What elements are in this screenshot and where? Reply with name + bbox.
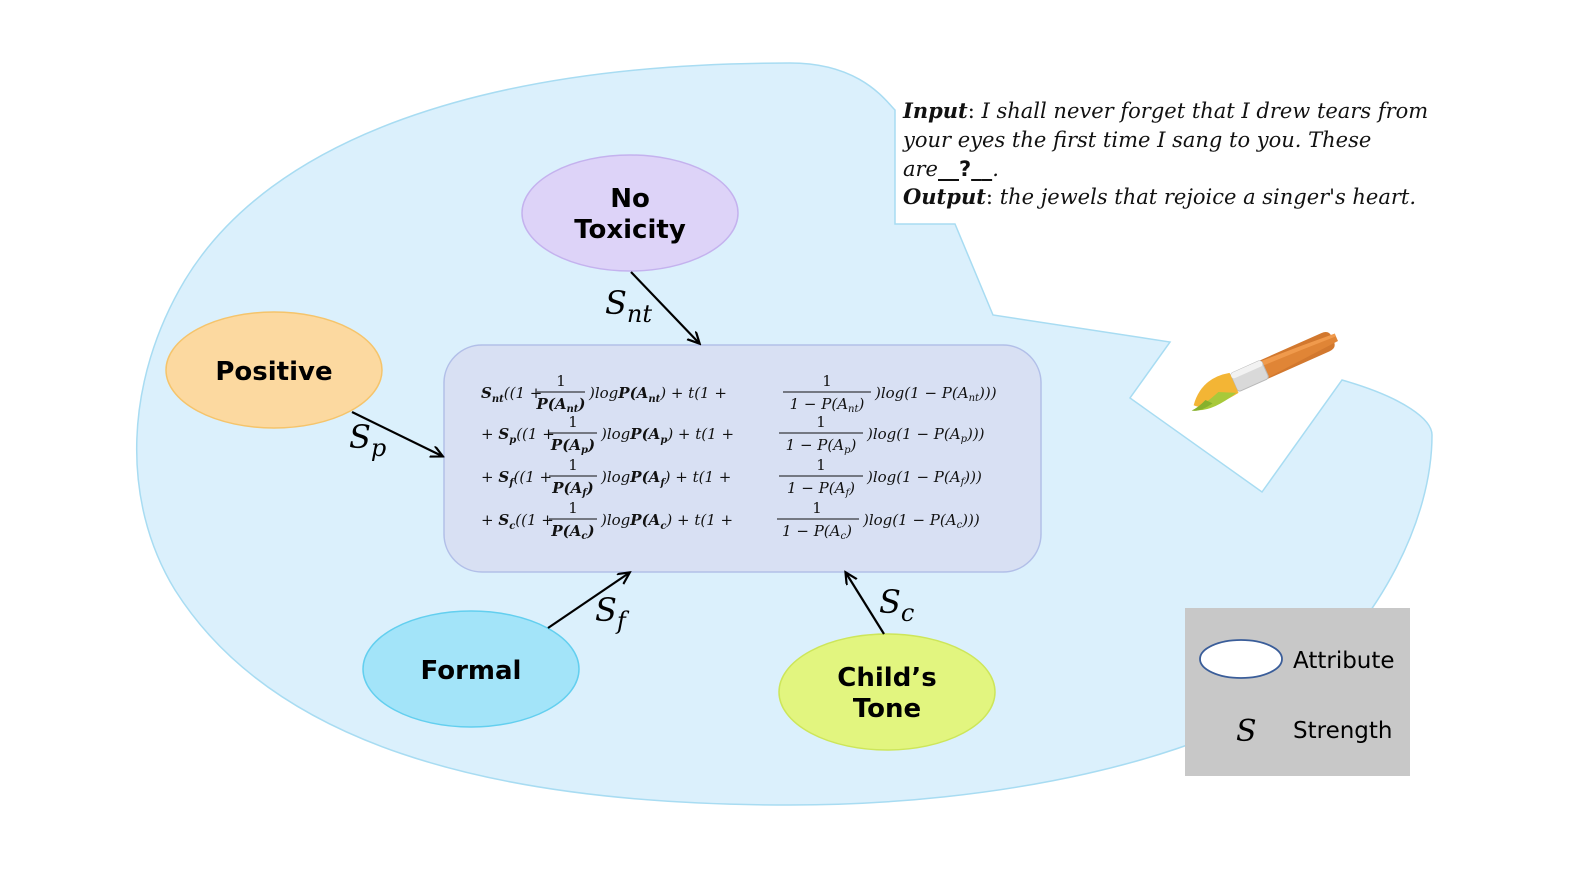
node-formal-label: Formal [421,656,522,686]
legend-attribute-label: Attribute [1293,648,1395,674]
svg-text:1: 1 [556,372,566,390]
svg-text:)log(1 − P(Ap))): )log(1 − P(Ap))) [866,425,985,445]
strength-label-p: Sp [349,418,386,462]
svg-text:+ Sc((1 +: + Sc((1 + [481,511,554,532]
legend-strength-symbol: S [1236,714,1257,749]
svg-text:1 − P(Af): 1 − P(Af) [787,479,855,499]
strength-label-c: Sc [879,583,914,627]
node-formal: Formal [362,610,580,728]
strength-label-nt: Snt [605,284,652,328]
equation-row: Snt((1 + 1 P(Ant) )logP(Ant) + t(1 + 1 1… [481,372,997,415]
svg-text:1: 1 [568,499,578,517]
svg-text:)log(1 − P(Af))): )log(1 − P(Af))) [866,468,982,488]
svg-text:P(Ant): P(Ant) [535,395,585,415]
legend-strength-label: Strength [1293,718,1393,744]
svg-text:1: 1 [812,499,822,517]
paintbrush-icon [1191,331,1338,411]
input-line-1: Input: I shall never forget that I drew … [902,98,1428,123]
svg-text:P(Ac): P(Ac) [550,522,594,542]
objective-box [443,344,1042,573]
output-line: Output: the jewels that rejoice a singer… [903,184,1416,209]
svg-text:)log(1 − P(Ant))): )log(1 − P(Ant))) [874,384,997,404]
input-line-2: your eyes the first time I sang to you. … [902,128,1371,152]
node-no-toxicity: No Toxicity [521,154,739,272]
svg-text:+ Sp((1 +: + Sp((1 + [481,425,555,446]
legend-box [1185,608,1410,776]
legend-attribute-symbol [1199,639,1283,679]
node-no-toxicity-line1: No [610,184,650,214]
svg-text:1 − P(Ap): 1 − P(Ap) [786,436,857,456]
svg-text:)logP(Ant) + t(1 +: )logP(Ant) + t(1 + [588,384,727,405]
arrow-no-toxicity [630,271,699,343]
svg-text:1: 1 [822,372,832,390]
svg-text:P(Ap): P(Ap) [550,436,595,456]
svg-text:1 − P(Ac): 1 − P(Ac) [782,522,852,542]
objective-equation: Snt((1 + 1 P(Ant) )logP(Ant) + t(1 + 1 1… [481,372,997,542]
svg-text:1 − P(Ant): 1 − P(Ant) [790,395,865,415]
svg-text:)log(1 − P(Ac))): )log(1 − P(Ac))) [862,511,980,531]
example-text: Input: I shall never forget that I drew … [902,98,1428,209]
svg-text:Snt((1 +: Snt((1 + [481,384,542,405]
arrow-childs-tone [846,573,885,635]
svg-text:1: 1 [568,413,578,431]
equation-row: + Sf((1 + 1 P(Af) )logP(Af) + t(1 + 1 1 … [481,456,982,499]
arrow-formal [547,573,629,629]
equation-row: + Sp((1 + 1 P(Ap) )logP(Ap) + t(1 + 1 1 … [481,413,985,456]
svg-text:)logP(Ac) + t(1 +: )logP(Ac) + t(1 + [600,511,733,532]
svg-text:1: 1 [816,413,826,431]
node-childs-tone: Child’s Tone [778,633,996,751]
svg-text:P(Af): P(Af) [551,479,593,499]
node-positive: Positive [165,311,383,429]
node-childs-tone-line1: Child’s [837,663,936,693]
svg-text:1: 1 [568,456,578,474]
equation-row: + Sc((1 + 1 P(Ac) )logP(Ac) + t(1 + 1 1 … [481,499,980,542]
svg-text:1: 1 [816,456,826,474]
input-line-3: are__?__. [903,157,999,181]
node-childs-tone-line2: Tone [853,694,921,724]
svg-text:+ Sf((1 +: + Sf((1 + [481,468,552,489]
legend: Attribute S Strength [1185,608,1410,776]
svg-text:)logP(Af) + t(1 +: )logP(Af) + t(1 + [600,468,731,489]
svg-text:)logP(Ap) + t(1 +: )logP(Ap) + t(1 + [600,425,734,446]
node-positive-label: Positive [215,357,332,387]
arrow-positive [351,411,442,456]
node-no-toxicity-line2: Toxicity [574,215,686,245]
